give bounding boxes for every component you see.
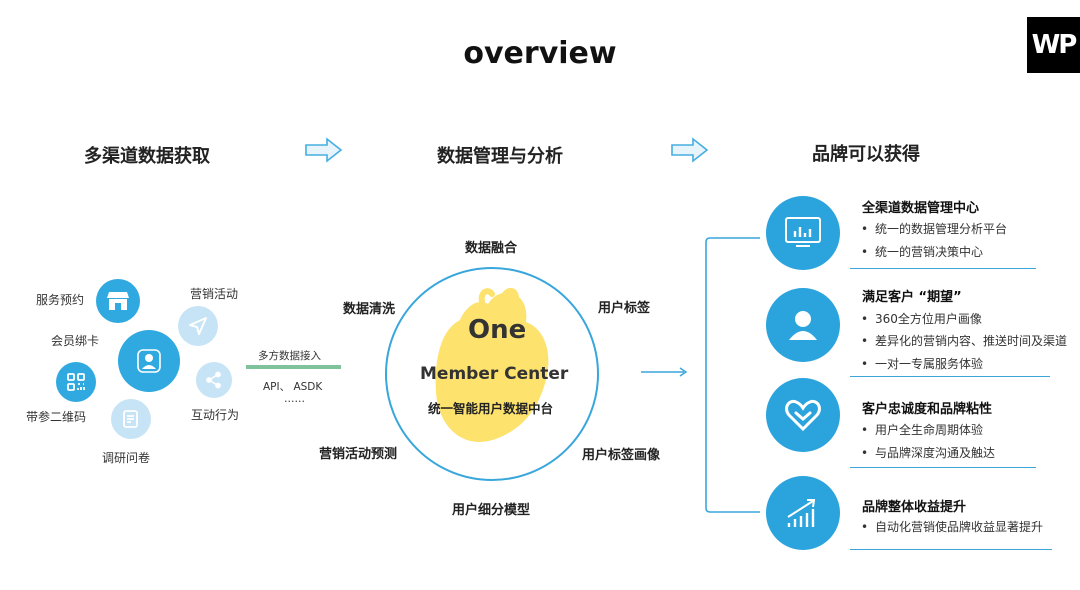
member-center-diagram xyxy=(385,267,599,481)
benefit-item: •差异化的营销内容、推送时间及渠道 xyxy=(861,334,1068,348)
benefit-title-1: 全渠道数据管理中心 xyxy=(862,201,980,216)
source-label-marketing-activity: 营销活动 xyxy=(190,287,239,301)
divider xyxy=(850,376,1050,377)
brand-logo: WP xyxy=(1027,17,1080,73)
arrow-right-icon xyxy=(641,367,688,377)
ingest-bar xyxy=(246,365,341,369)
benefit-title-3: 客户忠诚度和品牌粘性 xyxy=(862,402,993,417)
flow-arrow-icon xyxy=(671,137,709,163)
source-label-interaction: 互动行为 xyxy=(191,408,240,422)
benefits-bracket xyxy=(705,237,760,513)
column-header-left: 多渠道数据获取 xyxy=(84,146,210,167)
divider xyxy=(850,549,1052,550)
send-icon xyxy=(178,306,218,346)
benefit-item: •统一的数据管理分析平台 xyxy=(861,222,1008,236)
divider xyxy=(850,268,1036,269)
benefit-title-4: 品牌整体收益提升 xyxy=(862,500,967,515)
benefit-item: •一对一专属服务体验 xyxy=(861,357,984,371)
divider xyxy=(850,467,1036,468)
ring-label-top: 数据融合 xyxy=(465,241,518,256)
source-label-service-booking: 服务预约 xyxy=(36,293,85,307)
source-label-qr-code: 带参二维码 xyxy=(26,410,87,424)
benefit-item: •与品牌深度沟通及触达 xyxy=(861,446,996,460)
benefit-item: •用户全生命周期体验 xyxy=(861,423,984,437)
page-title: overview xyxy=(463,36,617,71)
ingest-api: API、 ASDK xyxy=(263,381,323,393)
heart-shape-icon xyxy=(435,292,549,442)
benefit-item: •360全方位用户画像 xyxy=(861,312,982,326)
ring-label-upper-right: 用户标签 xyxy=(598,301,651,316)
ring-label-bottom: 用户细分模型 xyxy=(452,503,531,518)
ring-label-lower-right: 用户标签画像 xyxy=(582,448,661,463)
column-header-middle: 数据管理与分析 xyxy=(437,146,563,167)
store-icon xyxy=(96,279,140,323)
center-member-center: Member Center xyxy=(420,364,569,384)
ingest-label: 多方数据接入 xyxy=(258,350,321,362)
flow-arrow-icon xyxy=(305,137,343,163)
benefit-item: •统一的营销决策中心 xyxy=(861,245,984,259)
share-icon xyxy=(196,362,232,398)
growth-chart-icon xyxy=(766,476,840,550)
column-header-right: 品牌可以获得 xyxy=(812,144,920,165)
center-subtitle: 统一智能用户数据中台 xyxy=(428,401,554,416)
source-label-member-card: 会员绑卡 xyxy=(51,334,100,348)
ring-label-lower-left: 营销活动预测 xyxy=(319,447,398,462)
source-label-survey: 调研问卷 xyxy=(102,451,151,465)
ring-label-upper-left: 数据清洗 xyxy=(343,302,396,317)
benefit-title-2: 满足客户 “期望” xyxy=(862,290,962,305)
ingest-more: …… xyxy=(284,393,305,405)
survey-form-icon xyxy=(111,399,151,439)
center-one: One xyxy=(468,315,527,345)
member-user-icon xyxy=(118,330,180,392)
user-icon xyxy=(766,288,840,362)
qr-code-icon xyxy=(56,362,96,402)
benefit-item: •自动化营销使品牌收益显著提升 xyxy=(861,520,1044,534)
dashboard-chart-icon xyxy=(766,196,840,270)
heart-icon xyxy=(766,378,840,452)
